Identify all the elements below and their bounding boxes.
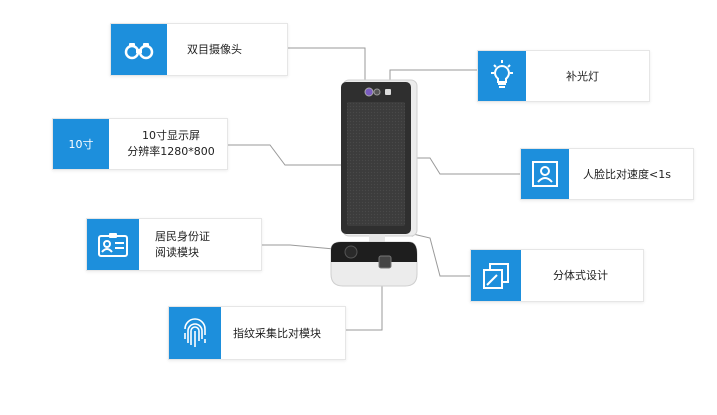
callout-split-design: 分体式设计	[470, 249, 644, 302]
lightbulb-icon	[478, 51, 526, 101]
label-split-design: 分体式设计	[553, 269, 608, 282]
line-id-reader	[262, 244, 346, 251]
binoculars-icon	[111, 24, 167, 75]
id-reader-pad	[344, 245, 358, 259]
camera-lens-right	[373, 88, 381, 96]
fingerprint-sensor	[378, 255, 392, 269]
id-card-icon	[87, 219, 139, 270]
line-split	[412, 233, 470, 277]
callout-fingerprint: 指纹采集比对模块	[168, 306, 346, 360]
label-id-reader-line2: 阅读模块	[155, 246, 199, 259]
split-window-icon	[471, 250, 521, 301]
label-screen-resolution: 分辨率1280*800	[127, 145, 215, 158]
line-screen	[228, 144, 368, 166]
camera-lens-left	[364, 87, 374, 97]
callout-dual-camera: 双目摄像头	[110, 23, 288, 76]
label-face-speed: 人脸比对速度<1s	[583, 168, 671, 181]
terminal-device	[330, 79, 418, 287]
screen-size-badge: 10寸	[53, 119, 109, 169]
label-id-reader-line1: 居民身份证	[155, 230, 210, 243]
screen-size-badge-text: 10寸	[68, 138, 94, 151]
callout-face-speed: 人脸比对速度<1s	[520, 148, 694, 200]
fingerprint-icon	[169, 307, 221, 359]
line-dual-camera	[288, 47, 366, 85]
line-face-speed	[413, 157, 520, 175]
label-screen-title: 10寸显示屏	[142, 129, 200, 142]
label-dual-camera: 双目摄像头	[187, 43, 242, 56]
label-fingerprint: 指纹采集比对模块	[233, 327, 321, 340]
label-fill-light: 补光灯	[566, 70, 599, 83]
face-id-icon	[521, 149, 569, 199]
callout-id-reader: 居民身份证 阅读模块	[86, 218, 262, 271]
callout-fill-light: 补光灯	[477, 50, 650, 102]
line-fingerprint	[345, 268, 383, 331]
fill-light-strip	[385, 89, 391, 95]
callout-screen: 10寸 10寸显示屏 分辨率1280*800	[52, 118, 228, 170]
